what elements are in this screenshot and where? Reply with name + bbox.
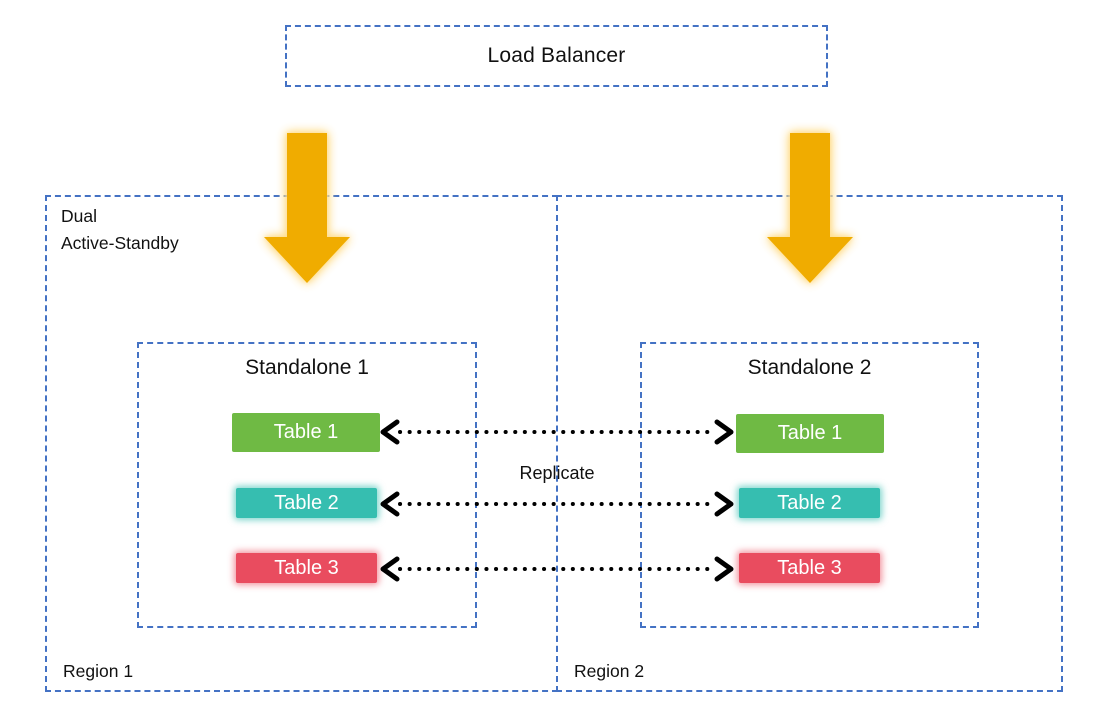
standalone-1-title: Standalone 1 bbox=[245, 356, 369, 379]
standalone2-table-3: Table 3 bbox=[739, 553, 880, 583]
standalone2-table-1: Table 1 bbox=[736, 414, 884, 453]
standalone-2-title: Standalone 2 bbox=[747, 356, 872, 379]
region-1-label: Region 1 bbox=[63, 661, 134, 681]
standalone-2-box: Standalone 2 bbox=[640, 342, 979, 628]
dual-active-standby-line2: Active-Standby bbox=[61, 233, 179, 253]
dual-active-standby-line1: Dual bbox=[61, 206, 97, 226]
replicate-label: Replicate bbox=[519, 463, 595, 483]
dual-active-standby-label: Dual Active-Standby bbox=[61, 203, 179, 257]
load-balancer-box: Load Balancer bbox=[285, 25, 828, 87]
standalone1-table-3: Table 3 bbox=[236, 553, 377, 583]
standalone1-table-2: Table 2 bbox=[236, 488, 377, 518]
standalone1-table-1: Table 1 bbox=[232, 413, 380, 452]
standalone-1-box: Standalone 1 bbox=[137, 342, 477, 628]
load-balancer-label: Load Balancer bbox=[487, 44, 626, 67]
standalone2-table-2: Table 2 bbox=[739, 488, 880, 518]
region-2-label: Region 2 bbox=[574, 661, 645, 681]
